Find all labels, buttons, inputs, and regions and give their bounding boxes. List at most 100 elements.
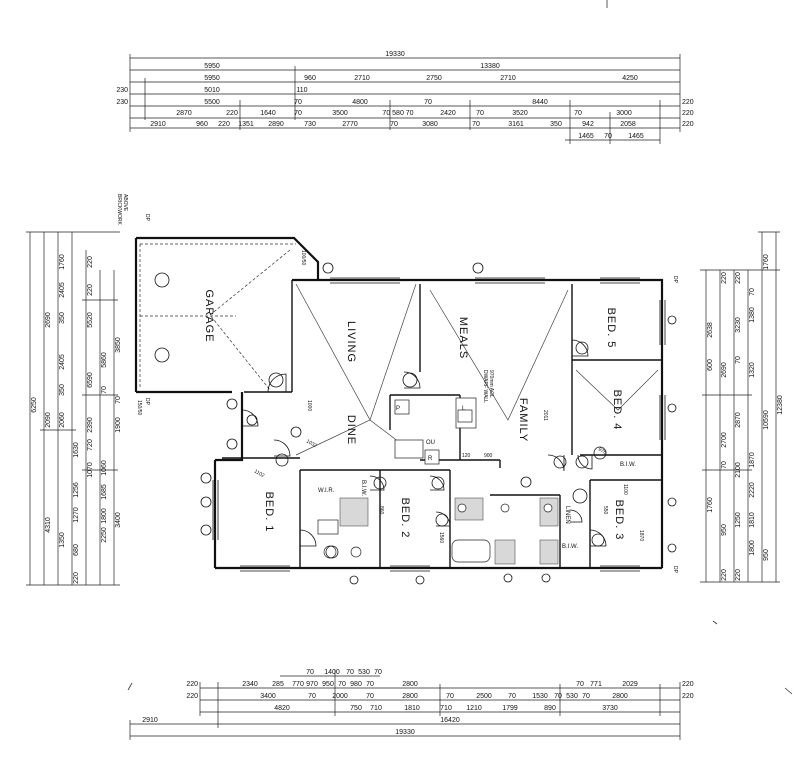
left-dim-c9: 680 [73, 544, 80, 556]
light-icon [435, 513, 449, 527]
bottom-dim-r1-1: 70 [306, 669, 314, 676]
bottom-dim-r5-2: 16420 [440, 717, 460, 724]
bottom-dim-r2-7: 70 [338, 681, 346, 688]
top-dim-r4-2: 5010 [204, 87, 220, 94]
top-dim-r8-2: 70 [604, 133, 612, 140]
top-dim-r4-3: 110 [296, 87, 307, 94]
top-dim-r7-1: 2910 [150, 121, 166, 128]
label-biw-1: B.I.W. [360, 480, 366, 496]
left-dim-c6: 1630 [73, 442, 80, 458]
top-dim-r6-8: 70 [476, 110, 484, 117]
light-icon [154, 347, 170, 363]
left-dimension-lines [26, 231, 120, 586]
light-icon [472, 262, 484, 274]
left-dim-e4: 1060 [101, 460, 108, 476]
left-dim-a2: 2090 [45, 412, 52, 428]
bottom-dim-r2-13: 2029 [622, 681, 638, 688]
left-dim-d10: 2250 [101, 527, 108, 543]
right-dim-b3: 1320 [749, 362, 756, 378]
bottom-dim-r2-5: 970 [306, 681, 318, 688]
left-dim-c4: 2405 [59, 354, 66, 370]
int-dim-2011: 2011 [542, 410, 548, 421]
top-dim-r6-6: 70 580 70 [382, 110, 413, 117]
right-dim-b6: 1810 [749, 512, 756, 528]
right-dim-d1: 2638 [707, 322, 714, 338]
bottom-dimension-lines [129, 670, 681, 740]
windows [212, 277, 666, 572]
int-dim-1102: 1102 [253, 469, 266, 480]
top-dim-r6-7: 2420 [440, 110, 456, 117]
top-dim-r7-10: 70 [472, 121, 480, 128]
right-dim-c4: 2870 [735, 412, 742, 428]
right-dim-c6: 1250 [735, 512, 742, 528]
bottom-dim-r3-7: 70 [446, 693, 454, 700]
left-dim-b1: 2690 [45, 312, 52, 328]
light-icon [226, 398, 238, 410]
bottom-dim-r4-6: 1210 [466, 705, 482, 712]
top-dim-r6-2: 220 [226, 110, 238, 117]
label-dp-3: DP [672, 276, 678, 284]
bottom-dim-r2-3: 285 [272, 681, 284, 688]
top-dim-r2-1: 5950 [204, 63, 220, 70]
light-icon [226, 438, 238, 450]
bottom-dim-r1-2: 1400 [324, 669, 340, 676]
label-wir: W.I.R. [318, 488, 335, 494]
top-dim-r7-15: 220 [682, 121, 694, 128]
top-dim-r7-6: 730 [304, 121, 316, 128]
light-icon [431, 476, 445, 490]
left-dim-d2: 5520 [87, 312, 94, 328]
top-dim-r7-8: 70 [390, 121, 398, 128]
interior-dimension-labels: 1000 1032 1102 860 1560 2011 900 120 110… [136, 250, 644, 543]
top-dim-r2-2: 13380 [480, 63, 500, 70]
label-ou: OU [426, 440, 435, 446]
left-dim-d1: 220 [87, 256, 94, 268]
room-garage: GARAGE [203, 289, 215, 342]
light-icon [373, 476, 387, 490]
left-dim-c8: 1270 [73, 507, 80, 523]
bottom-dim-r4-9: 3730 [602, 705, 618, 712]
int-dim-900: 900 [484, 453, 493, 459]
light-icon [667, 403, 677, 413]
right-dim-a4: 950 [763, 549, 770, 561]
right-dimension-labels: 1760 12380 10590 950 70 1380 1320 1870 2… [707, 254, 784, 581]
top-dim-r6-4: 70 [294, 110, 302, 117]
right-dim-b7: 1800 [749, 540, 756, 556]
bottom-dim-r2-4: 770 [292, 681, 304, 688]
right-dim-d2: 2690 [721, 362, 728, 378]
room-living: LIVING [345, 321, 357, 363]
bottom-dim-r3-6: 2800 [402, 693, 418, 700]
top-dim-r7-13: 942 [582, 121, 594, 128]
light-icon [541, 573, 551, 583]
top-dim-r7-7: 2770 [342, 121, 358, 128]
left-dim-c3: 350 [59, 312, 66, 324]
light-icon [402, 372, 418, 388]
top-dim-r7-4: 1351 [238, 121, 254, 128]
top-dim-r3-3: 2710 [354, 75, 370, 82]
top-dim-r6-5: 3500 [332, 110, 348, 117]
int-dim-1560: 1560 [438, 532, 444, 543]
left-dim-a3: 4310 [45, 517, 52, 533]
right-dim-c1: 220 [735, 272, 742, 284]
kitchen-fixtures [394, 397, 477, 465]
int-dim-1032: 1032 [305, 439, 318, 450]
light-icon [322, 262, 334, 274]
light-icon [325, 545, 339, 559]
left-dim-c10: 220 [73, 572, 80, 584]
bottom-dimension-labels: 70 1400 70 530 70 220 2340 285 770 970 9… [142, 669, 694, 736]
light-icon [200, 472, 212, 484]
bottom-dim-r3-8: 2500 [476, 693, 492, 700]
bottom-dim-r3-1: 220 [186, 693, 198, 700]
label-pantry: P [396, 406, 400, 412]
label-above: ABOVE [122, 194, 128, 212]
top-dim-r7-3: 220 [218, 121, 230, 128]
label-dp-1: DP [144, 214, 150, 222]
door-swings [241, 339, 607, 547]
light-icon [503, 573, 513, 583]
bath-fixtures [317, 503, 553, 563]
top-dim-r6-1: 2870 [176, 110, 192, 117]
light-icon [593, 446, 607, 460]
bottom-dim-r1-3: 70 [346, 669, 354, 676]
garage-roof-lines [139, 243, 296, 391]
